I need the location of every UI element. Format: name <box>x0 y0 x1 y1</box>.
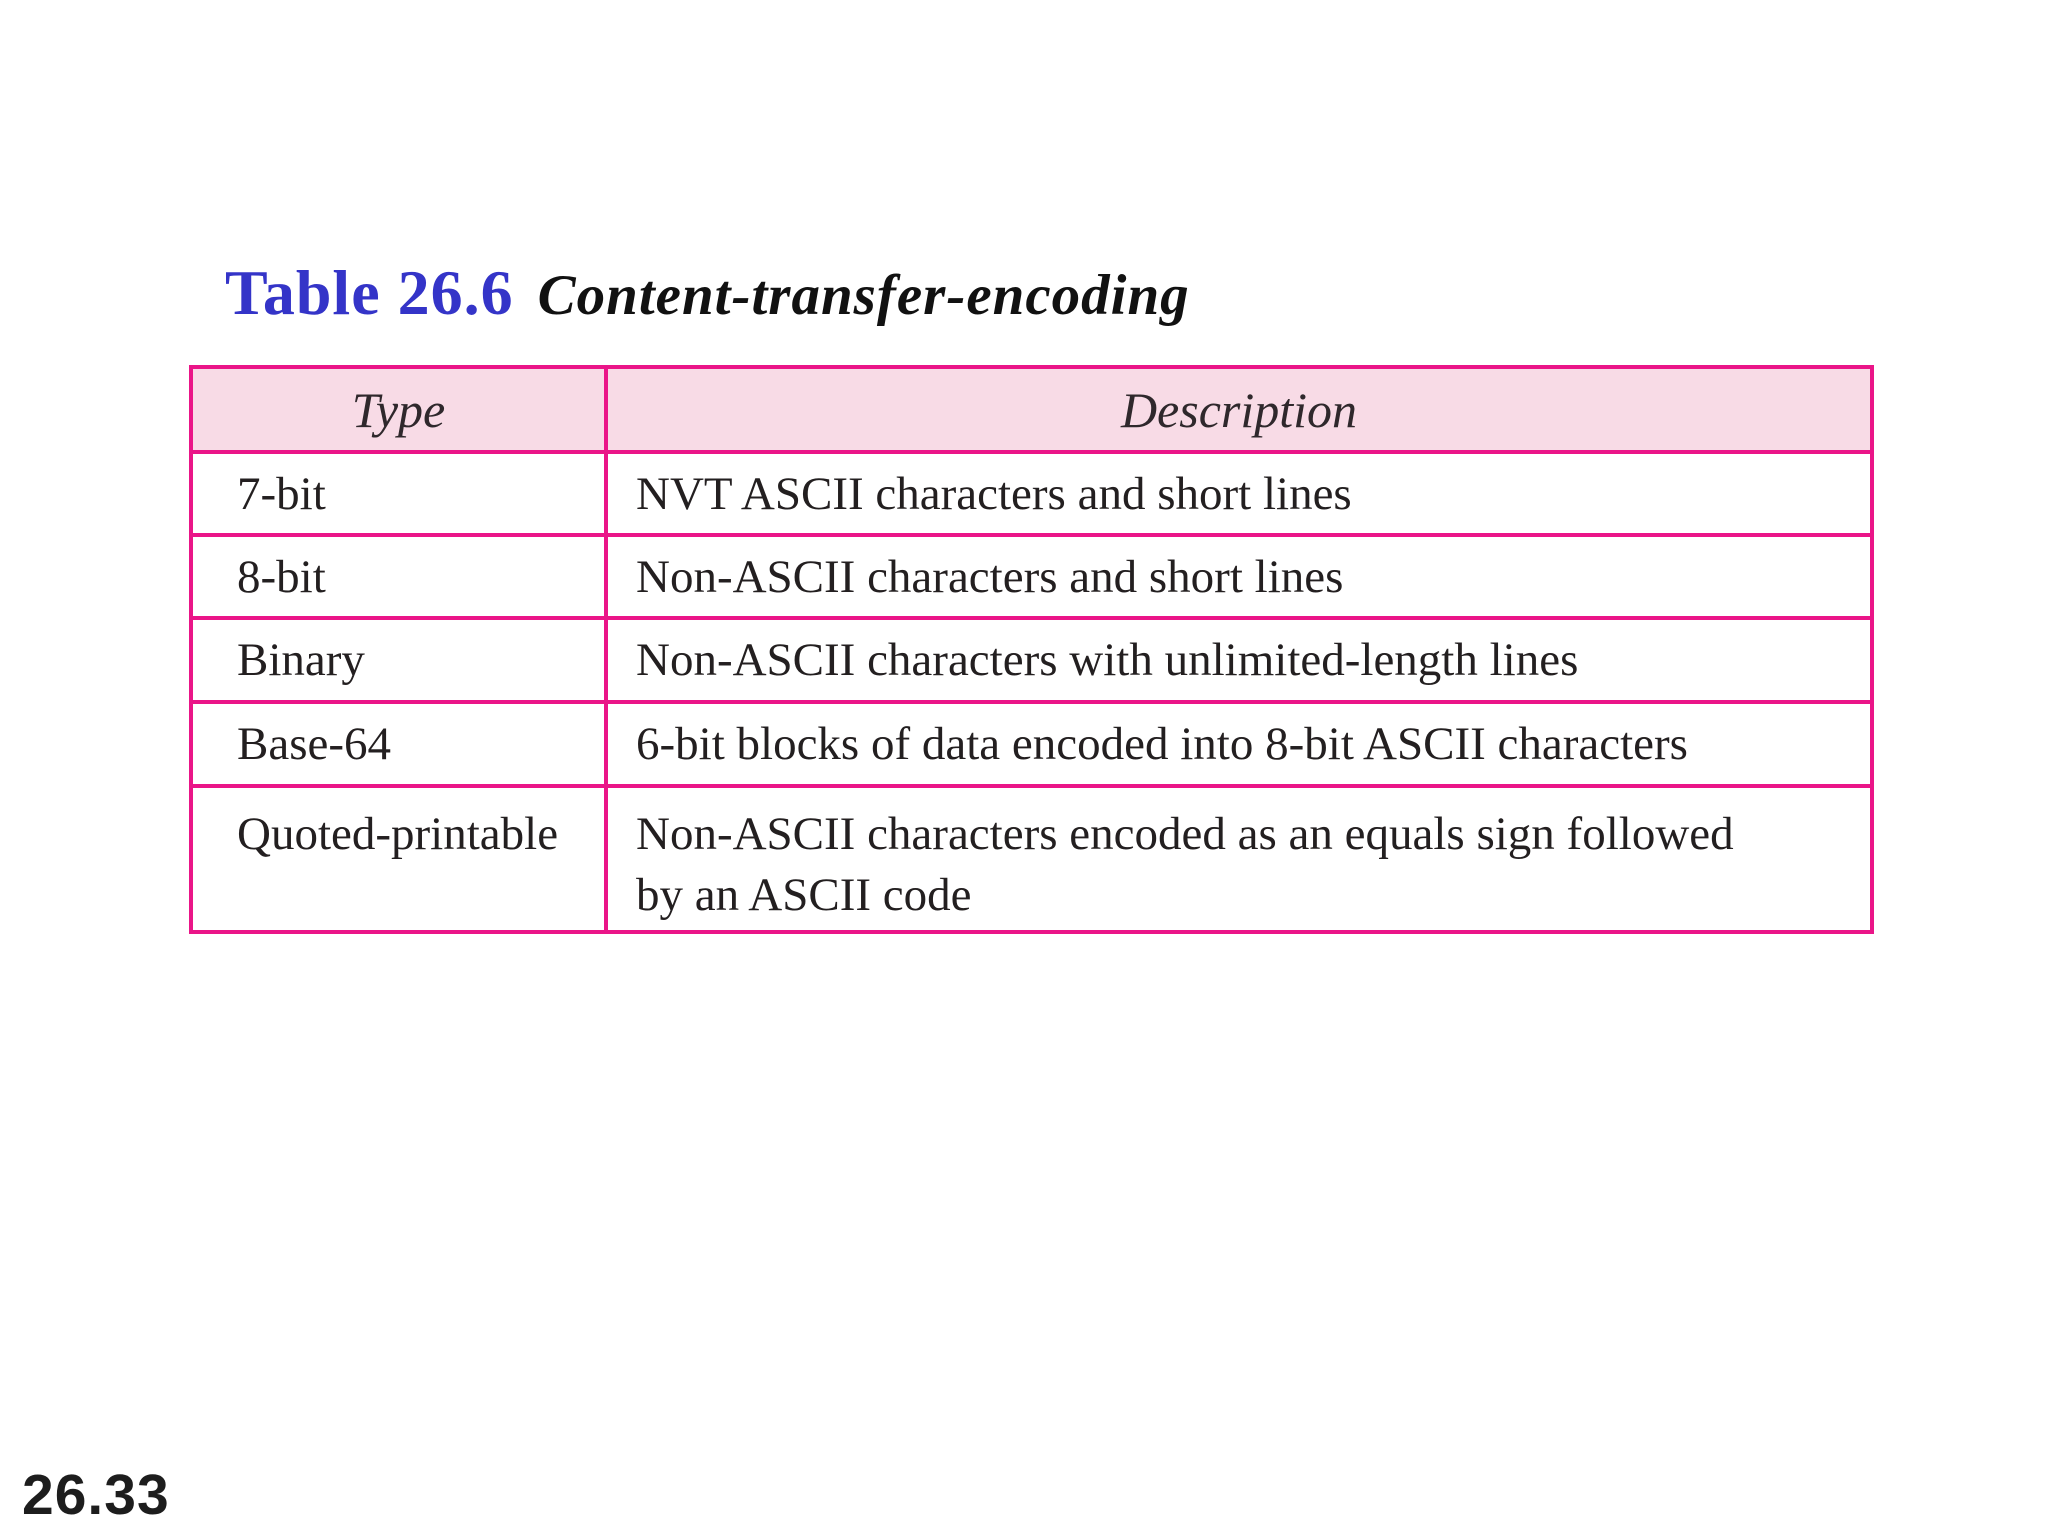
description-cell: NVT ASCII characters and short lines <box>604 450 1874 537</box>
column-header-type: Type <box>189 365 608 454</box>
table-row: Base-64 6-bit blocks of data encoded int… <box>189 700 1874 788</box>
description-cell: Non-ASCII characters and short lines <box>604 533 1874 620</box>
type-cell: Binary <box>189 616 608 704</box>
table-caption: Content-transfer-encoding <box>537 264 1190 327</box>
table-row: 8-bit Non-ASCII characters and short lin… <box>189 533 1874 620</box>
description-cell: Non-ASCII characters with unlimited-leng… <box>604 616 1874 704</box>
type-cell: 8-bit <box>189 533 608 620</box>
type-cell: Quoted-printable <box>189 784 608 934</box>
description-cell: Non-ASCII characters encoded as an equal… <box>604 784 1874 934</box>
slide-title: Table 26.6 Content-transfer-encoding <box>225 256 1190 330</box>
type-cell: 7-bit <box>189 450 608 537</box>
table-row: Binary Non-ASCII characters with unlimit… <box>189 616 1874 704</box>
content-transfer-encoding-table: Type Description 7-bit NVT ASCII charact… <box>189 365 1874 934</box>
page-number: 26.33 <box>22 1463 170 1527</box>
description-cell: 6-bit blocks of data encoded into 8-bit … <box>604 700 1874 788</box>
header-row: Type Description <box>189 365 1874 454</box>
column-header-description: Description <box>604 365 1874 454</box>
type-cell: Base-64 <box>189 700 608 788</box>
table-row: 7-bit NVT ASCII characters and short lin… <box>189 450 1874 537</box>
table-row: Quoted-printable Non-ASCII characters en… <box>189 784 1874 934</box>
table-label: Table 26.6 <box>225 257 514 328</box>
